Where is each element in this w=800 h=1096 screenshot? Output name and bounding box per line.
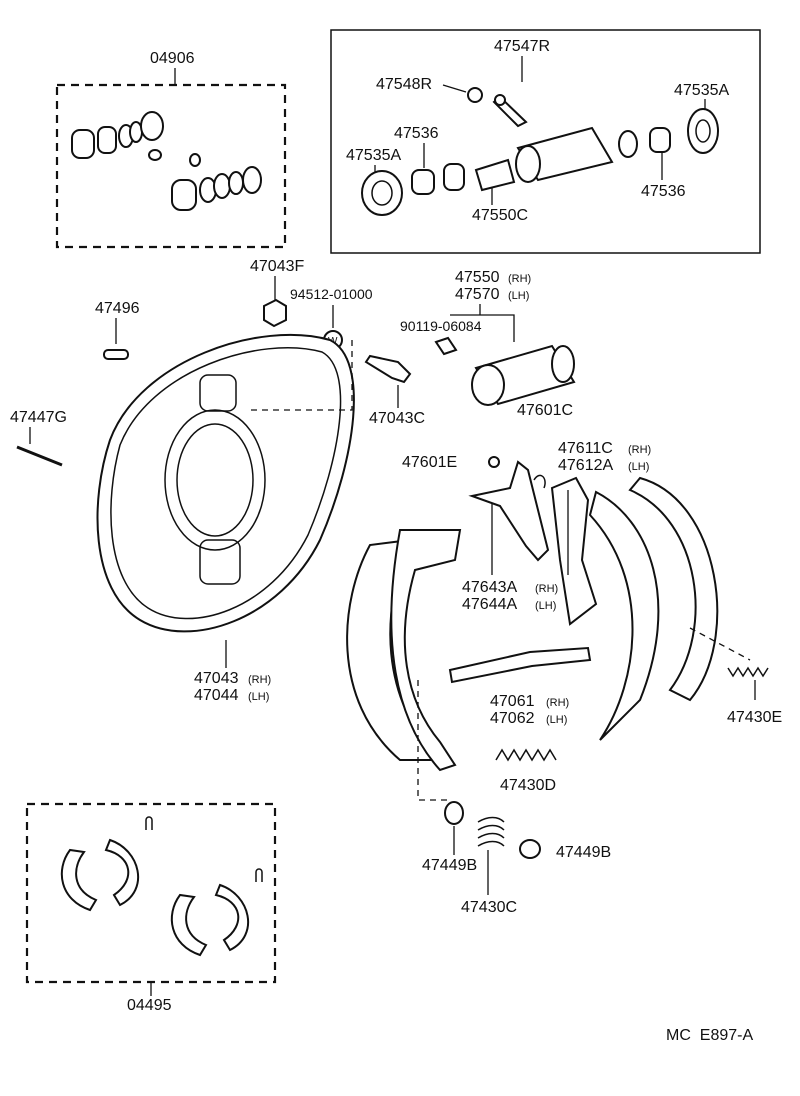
label-47601C[interactable]: 47601C	[517, 402, 573, 419]
label-47550-rh-side: (RH)	[508, 273, 531, 285]
label-47643A-rh-side: (RH)	[535, 583, 558, 595]
cup-47449B-right-illustration	[519, 839, 541, 859]
label-47449B-left[interactable]: 47449B	[422, 857, 477, 874]
wheel-cylinder-exploded-group: 47547R 47548R 47535A 47536 47535A 47536 …	[330, 29, 761, 254]
kit-04495-box	[25, 802, 277, 984]
brake-shoes-illustration	[346, 476, 719, 772]
label-47043F[interactable]: 47043F	[250, 258, 304, 275]
label-47611C-rh-side: (RH)	[628, 444, 651, 456]
label-90119-06084[interactable]: 90119-06084	[400, 318, 482, 334]
label-47044-lh-side: (LH)	[248, 691, 269, 703]
wheel-cylinder-box	[330, 29, 761, 254]
label-47612A-lh[interactable]: 47612A	[558, 457, 613, 474]
label-47061-rh-side: (RH)	[546, 697, 569, 709]
label-94512-01000[interactable]: 94512-01000	[290, 286, 373, 302]
plug-47496-illustration	[103, 349, 129, 360]
label-47644A-lh[interactable]: 47644A	[462, 596, 517, 613]
label-47449B-right[interactable]: 47449B	[556, 844, 611, 861]
label-47611C-rh[interactable]: 47611C	[558, 440, 613, 457]
pin-47447G-illustration	[16, 445, 63, 467]
label-47536-left[interactable]: 47536	[394, 125, 439, 142]
label-47062-lh-side: (LH)	[546, 714, 567, 726]
label-04495[interactable]: 04495	[127, 997, 172, 1014]
backing-plate-illustration	[96, 333, 355, 633]
shoe-kit-group: 04495	[25, 802, 277, 1014]
label-47601E[interactable]: 47601E	[402, 454, 457, 471]
label-47612A-lh-side: (LH)	[628, 461, 649, 473]
label-47643A-rh[interactable]: 47643A	[462, 579, 517, 596]
label-47535A-left[interactable]: 47535A	[346, 147, 401, 164]
label-47430E[interactable]: 47430E	[727, 709, 782, 726]
spring-47430C-illustration	[477, 816, 505, 847]
label-47535A-right[interactable]: 47535A	[674, 82, 729, 99]
label-47496[interactable]: 47496	[95, 300, 140, 317]
label-47536-right[interactable]: 47536	[641, 183, 686, 200]
clip-47601E-illustration	[488, 456, 500, 468]
kit-pieces-illustration	[71, 111, 262, 211]
cup-47449B-left-illustration	[444, 801, 464, 825]
spring-47430E-illustration	[727, 666, 769, 678]
adjuster-levers-illustration	[468, 460, 598, 626]
label-47447G[interactable]: 47447G	[10, 409, 67, 426]
label-47044-lh[interactable]: 47044	[194, 687, 239, 704]
label-47043-rh[interactable]: 47043	[194, 670, 239, 687]
label-47644A-lh-side: (LH)	[535, 600, 556, 612]
label-47550-rh[interactable]: 47550	[455, 269, 500, 286]
diagram-code: MC E897-A	[666, 1027, 753, 1044]
label-47062-lh[interactable]: 47062	[490, 710, 535, 727]
label-47043-rh-side: (RH)	[248, 674, 271, 686]
label-47570-lh-side: (LH)	[508, 290, 529, 302]
wheel-cylinder-assembly-illustration	[471, 344, 576, 406]
label-47430C[interactable]: 47430C	[461, 899, 517, 916]
label-47570-lh[interactable]: 47570	[455, 286, 500, 303]
label-47550C[interactable]: 47550C	[472, 207, 528, 224]
kit-04906-box	[55, 83, 287, 249]
label-47430D[interactable]: 47430D	[500, 777, 556, 794]
wheel-cylinder-parts-illustration	[361, 87, 719, 216]
wheel-cylinder-kit-group: 04906	[55, 50, 287, 249]
spring-47430D-illustration	[495, 748, 557, 762]
nut-47043F-illustration	[263, 298, 287, 328]
bolt-90119-illustration	[434, 336, 458, 356]
label-47061-rh[interactable]: 47061	[490, 693, 535, 710]
label-04906[interactable]: 04906	[150, 50, 195, 67]
label-47548R[interactable]: 47548R	[376, 76, 432, 93]
label-47547R[interactable]: 47547R	[494, 38, 550, 55]
label-47043C[interactable]: 47043C	[369, 410, 425, 427]
adjuster-strut-illustration	[448, 646, 592, 684]
shoe-kit-illustration	[60, 816, 263, 957]
bolt-47043C-illustration	[364, 354, 412, 384]
